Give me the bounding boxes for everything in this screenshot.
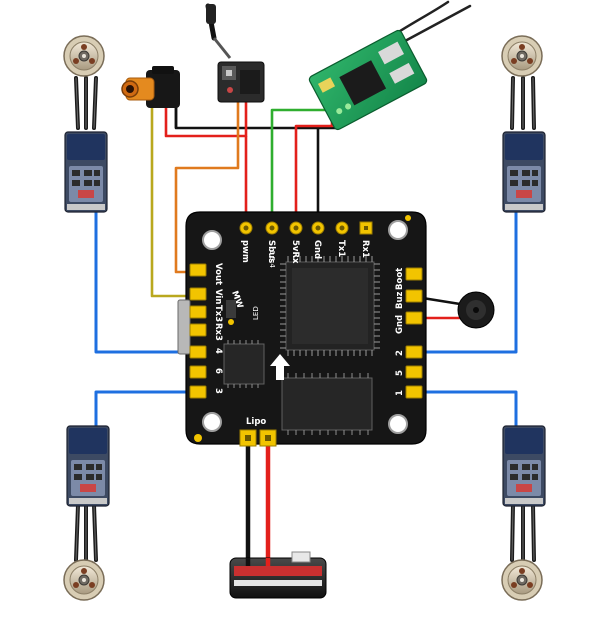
motor-front-right <box>501 35 543 77</box>
svg-text:5vRx: 5vRx <box>290 240 300 264</box>
mount-hole-tl <box>202 230 222 250</box>
sbus-wire <box>270 108 330 226</box>
fpv-camera <box>121 66 180 108</box>
top-pad-labels: pwm Sbus 5vRx Gnd Tx1 Rx1 <box>240 240 370 264</box>
receiver-module <box>308 29 428 131</box>
pad-buz <box>405 289 423 303</box>
direction-arrow <box>270 354 290 380</box>
battery-wires <box>245 443 271 571</box>
pad-gnd-right <box>405 311 423 325</box>
svg-text:Sbus: Sbus <box>266 240 276 263</box>
osd-chip <box>281 377 373 431</box>
right-pads <box>405 267 423 399</box>
mcu-pins <box>280 256 380 356</box>
top-pads <box>239 221 373 235</box>
pad-3 <box>189 385 207 399</box>
pad-5 <box>405 365 423 379</box>
svg-text:Tx1: Tx1 <box>336 240 346 257</box>
mount-hole-tr <box>388 220 408 240</box>
svg-text:Gnd: Gnd <box>395 315 405 334</box>
left-pad-labels: Vout Vin Tx3 Rx3 4 6 3 <box>213 263 223 394</box>
led-label: LED <box>252 306 260 320</box>
left-pads <box>189 263 207 399</box>
usb-port <box>177 299 191 355</box>
svg-text:Buz: Buz <box>395 291 405 309</box>
signal-wire-motor-4 <box>94 210 200 354</box>
mount-hole-br <box>388 414 408 434</box>
motor-phase-wire-cores <box>75 77 535 561</box>
rx-5v-wire <box>294 116 334 226</box>
svg-text:4: 4 <box>213 348 223 354</box>
esc-rear-left <box>66 425 110 507</box>
flight-controller: MW LED 6 5 4 pwm Sbus <box>177 211 427 447</box>
pad-6 <box>189 365 207 379</box>
pad-1 <box>405 385 423 399</box>
svg-text:Gnd: Gnd <box>312 240 322 259</box>
buzzer <box>457 291 495 329</box>
esc-rear-right <box>502 425 546 507</box>
pad-rx3 <box>189 323 207 337</box>
vtx-power-wire <box>164 100 248 138</box>
svg-text:6: 6 <box>213 368 223 374</box>
vtx-module <box>217 61 265 103</box>
svg-text:Vout: Vout <box>213 263 223 285</box>
svg-text:5: 5 <box>395 370 405 376</box>
pad-vin <box>189 287 207 301</box>
motor-front-left <box>63 35 105 77</box>
motor-rear-right <box>501 559 543 601</box>
svg-text:Vin: Vin <box>213 289 223 304</box>
pad-tx3 <box>189 305 207 319</box>
svg-text:1: 1 <box>395 390 405 396</box>
svg-text:pwm: pwm <box>240 240 250 263</box>
svg-text:Rx3: Rx3 <box>213 323 223 341</box>
signal-wire-motor-3 <box>94 390 200 430</box>
pad-2 <box>405 345 423 359</box>
right-pad-labels: Boot Buz Gnd 2 5 1 <box>395 268 405 396</box>
svg-text:Boot: Boot <box>395 268 405 290</box>
svg-text:Tx3: Tx3 <box>213 305 223 322</box>
sub-label: 6 5 4 <box>268 250 276 268</box>
esc-front-right <box>502 131 546 213</box>
vtx-antenna <box>205 3 232 59</box>
pad-boot <box>405 267 423 281</box>
pad-4 <box>189 345 207 359</box>
esc-signal-wires <box>94 210 518 430</box>
lipo-label: Lipo <box>246 417 266 427</box>
svg-text:3: 3 <box>213 388 223 394</box>
signal-wire-motor-2 <box>410 210 518 354</box>
esc-front-left <box>64 131 108 213</box>
svg-text:Rx1: Rx1 <box>360 240 370 258</box>
motor-rear-left <box>63 559 105 601</box>
gyro-chip <box>223 343 265 385</box>
svg-text:2: 2 <box>395 350 405 356</box>
lipo-battery <box>229 551 327 599</box>
lipo-pads: Lipo <box>239 417 277 447</box>
pad-vout <box>189 263 207 277</box>
mount-hole-bl <box>202 412 222 432</box>
signal-wire-motor-1 <box>410 390 518 430</box>
